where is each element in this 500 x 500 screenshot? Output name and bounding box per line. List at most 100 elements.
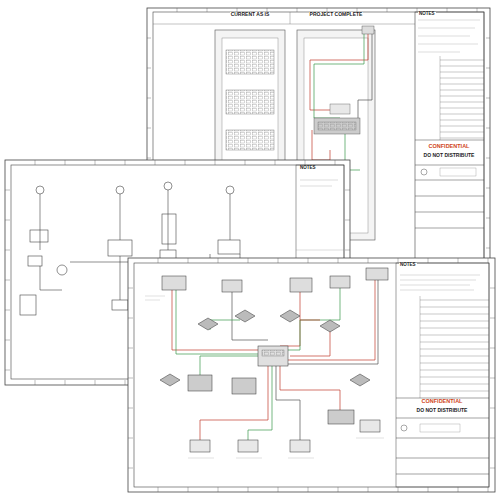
grid-stroke: [345, 220, 350, 221]
grid-stroke: [440, 66, 484, 67]
grid-stroke: [488, 487, 489, 492]
grid-stroke: [5, 340, 10, 341]
grid-stroke: [218, 487, 219, 492]
grid-stroke: [215, 160, 216, 165]
notes-heading: NOTES: [399, 263, 417, 268]
grid-stroke: [345, 190, 350, 191]
grid-stroke: [440, 120, 484, 121]
grid-stroke: [420, 363, 489, 364]
grid-stroke: [477, 8, 478, 12]
grid-stroke: [345, 250, 350, 251]
grid-stroke: [338, 487, 339, 492]
distribution-note: DO NOT DISTRIBUTE: [423, 153, 476, 158]
grid-stroke: [420, 370, 489, 371]
grid-stroke: [398, 258, 399, 263]
grid-stroke: [486, 98, 490, 99]
grid-stroke: [35, 380, 36, 385]
grid-stroke: [440, 138, 484, 139]
grid-stroke: [158, 258, 159, 263]
grid-stroke: [308, 258, 309, 263]
grid-stroke: [245, 160, 246, 165]
grid-stroke: [490, 378, 495, 379]
border-ticks: [128, 258, 495, 492]
grid-stroke: [147, 38, 151, 39]
grid-stroke: [147, 98, 151, 99]
grid-stroke: [490, 348, 495, 349]
grid-stroke: [275, 160, 276, 165]
grid-stroke: [147, 158, 151, 159]
grid-stroke: [490, 408, 495, 409]
grid-stroke: [128, 348, 133, 349]
grid-stroke: [147, 68, 151, 69]
grid-stroke: [188, 258, 189, 263]
grid-stroke: [125, 160, 126, 165]
grid-stroke: [420, 335, 489, 336]
grid-stroke: [420, 342, 489, 343]
grid-stroke: [308, 487, 309, 492]
confidential-stamp: CONFIDENTIAL: [428, 144, 471, 150]
grid-stroke: [5, 280, 10, 281]
grid-stroke: [420, 349, 489, 350]
grid-stroke: [207, 8, 208, 12]
sheet-heading: PROJECT COMPLETE: [309, 12, 364, 17]
grid-stroke: [486, 128, 490, 129]
notes-heading: NOTES: [299, 166, 317, 171]
grid-stroke: [398, 487, 399, 492]
grid-stroke: [440, 108, 484, 109]
grid-stroke: [490, 288, 495, 289]
grid-stroke: [158, 487, 159, 492]
grid-stroke: [420, 384, 489, 385]
grid-stroke: [420, 314, 489, 315]
grid-stroke: [440, 90, 484, 91]
grid-stroke: [486, 218, 490, 219]
grid-stroke: [95, 160, 96, 165]
grid-stroke: [488, 258, 489, 263]
grid-stroke: [248, 258, 249, 263]
grid-stroke: [185, 160, 186, 165]
grid-stroke: [440, 72, 484, 73]
confidential-stamp: CONFIDENTIAL: [421, 399, 464, 405]
grid-stroke: [440, 114, 484, 115]
distribution-note: DO NOT DISTRIBUTE: [416, 408, 469, 413]
grid-stroke: [428, 487, 429, 492]
grid-stroke: [486, 248, 490, 249]
grid-stroke: [368, 258, 369, 263]
grid-stroke: [440, 84, 484, 85]
grid-stroke: [65, 380, 66, 385]
grid-stroke: [447, 8, 448, 12]
grid-stroke: [5, 220, 10, 221]
grid-stroke: [440, 96, 484, 97]
grid-stroke: [428, 258, 429, 263]
grid-stroke: [128, 318, 133, 319]
grid-stroke: [95, 380, 96, 385]
grid-stroke: [486, 38, 490, 39]
grid-stroke: [65, 160, 66, 165]
grid-stroke: [490, 438, 495, 439]
grid-stroke: [128, 288, 133, 289]
grid-stroke: [128, 468, 133, 469]
grid-stroke: [278, 487, 279, 492]
grid-stroke: [188, 487, 189, 492]
grid-stroke: [387, 8, 388, 12]
grid-stroke: [420, 377, 489, 378]
grid-stroke: [338, 258, 339, 263]
grid-stroke: [368, 487, 369, 492]
grid-stroke: [440, 56, 441, 140]
grid-stroke: [147, 128, 151, 129]
grid-stroke: [177, 8, 178, 12]
grid-stroke: [297, 8, 298, 12]
grid-stroke: [458, 258, 459, 263]
grid-stroke: [490, 468, 495, 469]
grid-stroke: [278, 258, 279, 263]
grid-stroke: [5, 250, 10, 251]
grid-stroke: [440, 126, 484, 127]
grid-stroke: [420, 328, 489, 329]
grid-stroke: [440, 60, 484, 61]
grid-stroke: [420, 391, 489, 392]
grid-stroke: [5, 370, 10, 371]
grid-stroke: [35, 160, 36, 165]
grid-stroke: [420, 356, 489, 357]
grid-stroke: [5, 310, 10, 311]
notes-heading: NOTES: [418, 12, 436, 17]
